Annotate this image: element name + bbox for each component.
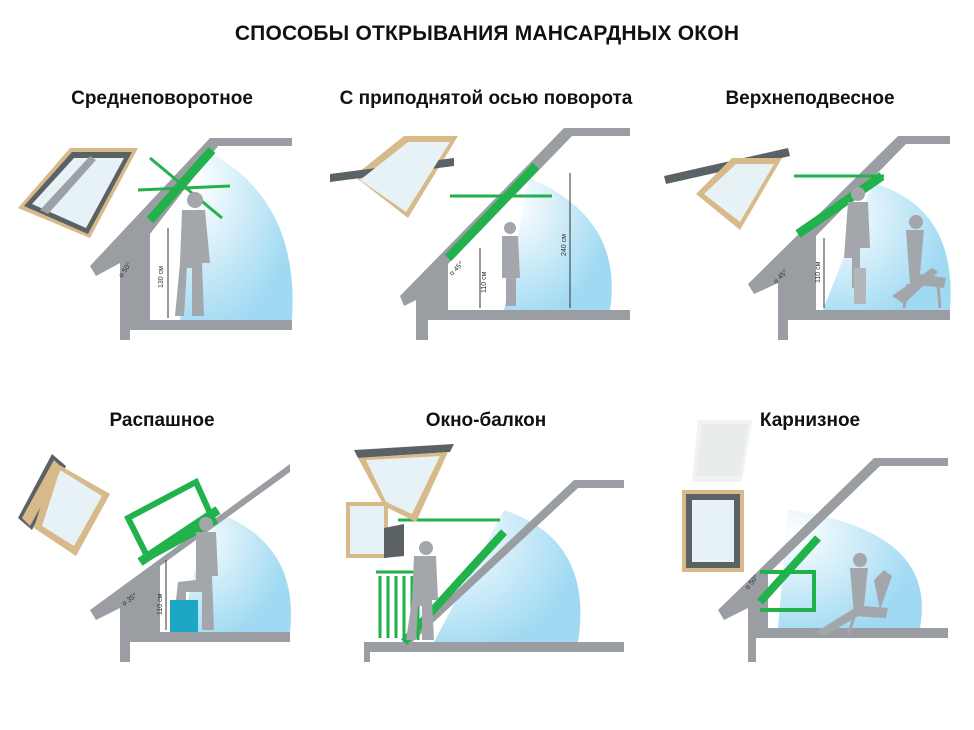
person-icon (844, 187, 946, 309)
person-icon (406, 541, 438, 640)
center-pivot-illustration: 130 см α 50° (18, 138, 293, 340)
step-box (170, 600, 198, 632)
roof-wall (364, 642, 624, 662)
light-cone (180, 150, 293, 320)
window-icon (18, 148, 138, 238)
height-label: 110 см (815, 261, 822, 283)
panel-eaves: Карнизное α 50° (648, 410, 972, 710)
height-label: 110 см (157, 593, 164, 615)
panel-balcony: Окно-балкон (324, 410, 648, 710)
floor (120, 320, 292, 330)
panel-label: С приподнятой осью поворота (339, 88, 633, 109)
window-icon (346, 444, 454, 558)
panel-label: Среднеповоротное (71, 88, 253, 109)
window-icon (682, 420, 752, 572)
open-sash (124, 477, 218, 563)
window-icon (330, 136, 458, 218)
window-icon (664, 148, 790, 230)
roof-wall (748, 136, 950, 340)
person-icon (176, 517, 218, 630)
angle-label: α 45° (448, 260, 466, 278)
top-hung-illustration: 110 см α 45° (664, 136, 951, 340)
eaves-sash (760, 570, 816, 612)
person-icon (502, 222, 520, 306)
sash-green (401, 529, 507, 645)
panel-label: Карнизное (759, 410, 861, 431)
light-cone (504, 178, 612, 310)
person-icon (175, 192, 210, 316)
panel-label: Окно-балкон (425, 410, 547, 431)
roof-wall (400, 128, 630, 340)
panel-side-hung: Распашное 110 см α 35° (0, 410, 324, 710)
panel-label: Верхнеподвесное (725, 88, 895, 109)
balcony-illustration (346, 444, 624, 662)
side-hung-illustration: 110 см α 35° (18, 454, 291, 662)
roof-slope (394, 480, 624, 646)
height2-label: 240 см (561, 234, 568, 256)
window-icon (18, 454, 110, 556)
panel-top-hung: Верхнеподвесное 110 см α 45° (648, 88, 972, 388)
height-label: 130 см (158, 266, 165, 288)
sash-green (795, 172, 885, 238)
sash-green (444, 162, 540, 262)
roof-wall (90, 464, 290, 662)
panel-raised-pivot: С приподнятой осью поворота 110 см 240 с… (324, 88, 648, 388)
light-cone (434, 510, 581, 642)
roof-wall (718, 458, 948, 662)
raised-pivot-illustration: 110 см 240 см α 45° (330, 128, 630, 340)
roof-wall (90, 138, 292, 340)
eaves-illustration: α 50° (682, 420, 948, 662)
panel-center-pivot: Среднеповоротное 130 см α 50° (0, 88, 324, 388)
page-title: СПОСОБЫ ОТКРЫВАНИЯ МАНСАРДНЫХ ОКОН (234, 22, 740, 45)
person-icon (816, 553, 892, 636)
height-label: 110 см (481, 271, 488, 293)
panel-label: Распашное (109, 410, 215, 431)
